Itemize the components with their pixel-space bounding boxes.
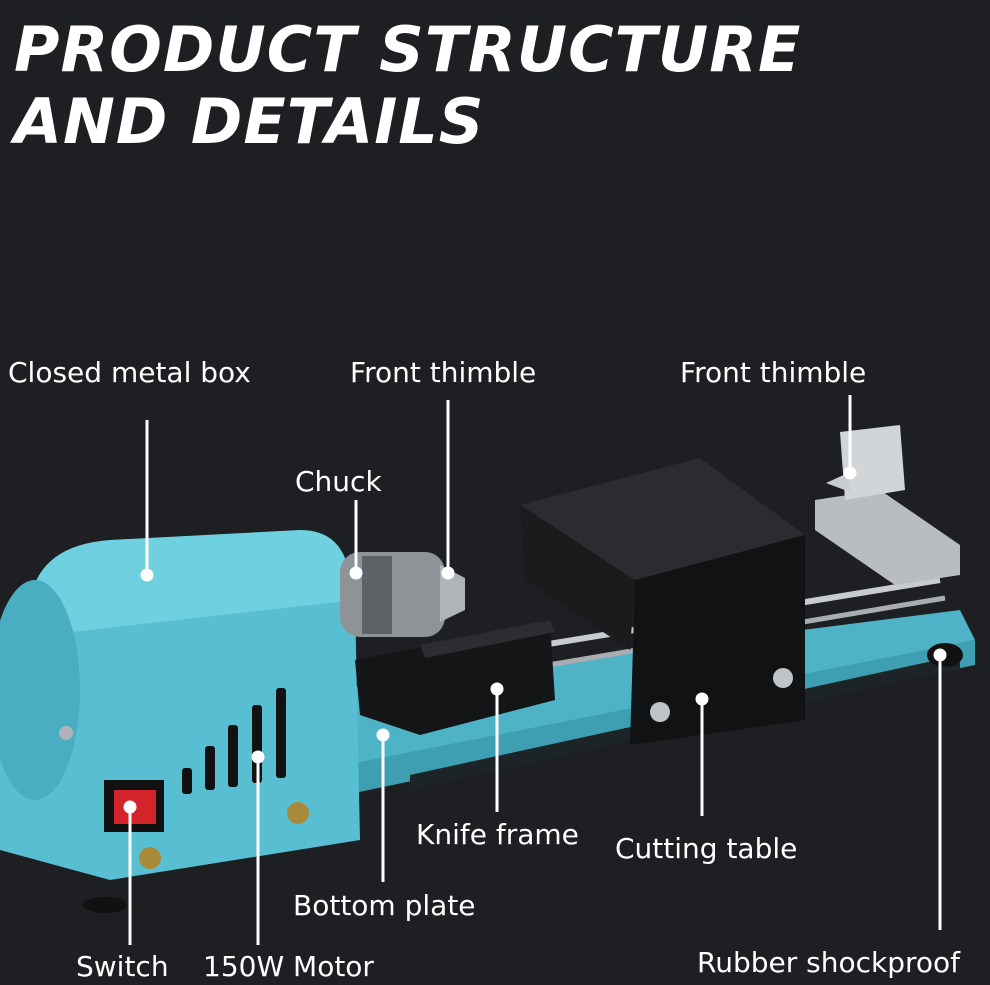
- tailstock-base: [815, 490, 960, 585]
- motor-box-side: [0, 580, 80, 800]
- leader-dot: [441, 566, 455, 580]
- label-front-thimble-right: Front thimble: [680, 356, 867, 389]
- vent: [205, 746, 215, 790]
- label-bottom-plate: Bottom plate: [293, 889, 476, 922]
- leader-dot: [490, 682, 504, 696]
- leader-dot: [843, 466, 857, 480]
- vent: [182, 768, 192, 794]
- wing-screw: [650, 702, 670, 722]
- tailstock-center: [826, 473, 850, 492]
- label-front-thimble-left: Front thimble: [350, 356, 537, 389]
- cutting-table-left: [520, 505, 635, 650]
- label-rubber-shockproof: Rubber shockproof: [697, 946, 960, 979]
- cutting-table-front: [630, 535, 805, 745]
- label-closed-metal-box: Closed metal box: [8, 356, 251, 389]
- vent: [228, 725, 238, 787]
- tailstock-block: [840, 425, 905, 500]
- label-chuck: Chuck: [295, 465, 382, 498]
- leader-dot: [349, 566, 363, 580]
- rubber-foot: [83, 897, 127, 913]
- leader-dot: [123, 800, 137, 814]
- vent: [276, 688, 286, 778]
- leader-dot: [695, 692, 709, 706]
- label-cutting-table: Cutting table: [615, 832, 798, 865]
- leader-dot: [376, 728, 390, 742]
- label-switch: Switch: [76, 950, 169, 983]
- chuck-band: [362, 556, 392, 634]
- motor-box-front: [0, 600, 360, 880]
- leader-dot: [933, 648, 947, 662]
- screw: [59, 726, 73, 740]
- knife-frame: [355, 622, 555, 735]
- label-knife-frame: Knife frame: [416, 818, 579, 851]
- title-line-2: AND DETAILS: [14, 85, 485, 158]
- knife-frame-top: [420, 620, 555, 658]
- screw: [139, 847, 161, 869]
- screw: [287, 802, 309, 824]
- cutting-table-top: [520, 458, 805, 580]
- label-motor: 150W Motor: [203, 950, 374, 983]
- leader-dot: [140, 568, 154, 582]
- wing-screw: [773, 668, 793, 688]
- page-title: PRODUCT STRUCTURE AND DETAILS: [14, 14, 801, 158]
- title-line-1: PRODUCT STRUCTURE: [14, 13, 802, 86]
- leader-dot: [251, 750, 265, 764]
